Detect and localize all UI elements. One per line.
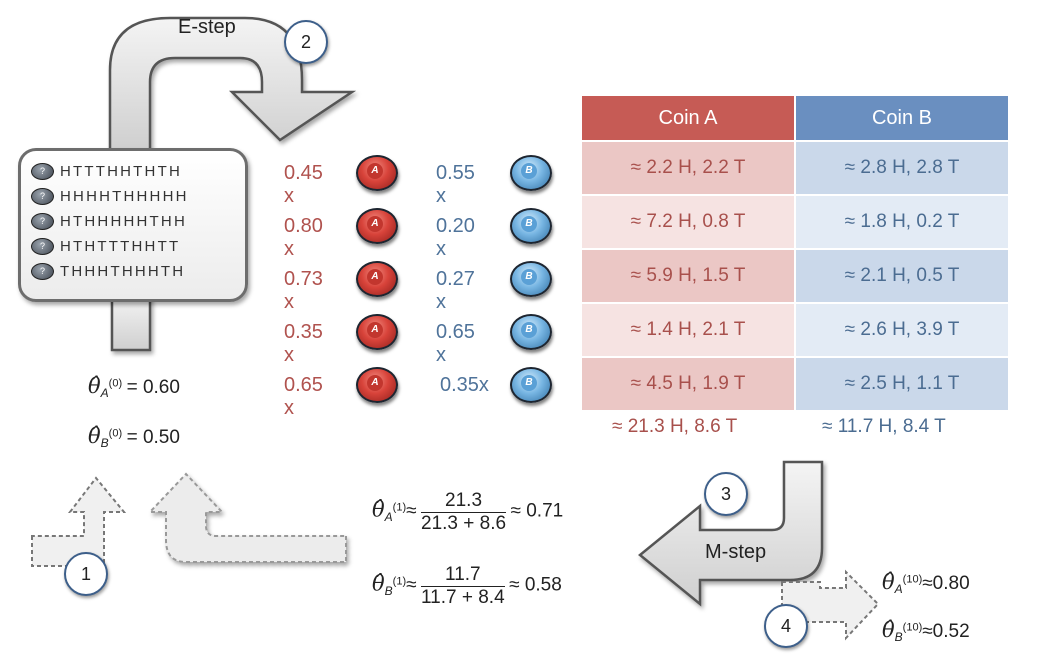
sequence-row: ? HHHHTHHHHH <box>31 186 189 206</box>
coin-a-cell: ≈ 4.5 H, 1.9 T <box>582 358 794 410</box>
step-3-badge: 3 <box>704 472 748 516</box>
coin-a-icon: A <box>356 314 398 350</box>
coin-b-cell: ≈ 2.8 H, 2.8 T <box>796 142 1008 194</box>
weight-a: 0.45 x <box>284 162 323 207</box>
final-theta-b: θ̂B(10)≈0.52 <box>882 618 970 645</box>
coin-b-icon: B <box>510 314 552 350</box>
sequence-text: HTHHHHHTHH <box>60 212 187 230</box>
initial-theta-b: θ̂B(0) = 0.50 <box>88 424 180 451</box>
sequence-row: ? HTHTTTHHTT <box>31 236 180 256</box>
updated-theta-a: θ̂A(1)≈ 21.3 21.3 + 8.6 ≈ 0.71 <box>372 490 564 534</box>
coin-a-icon: A <box>356 367 398 403</box>
sequence-row: ? HTHHHHHTHH <box>31 211 187 231</box>
coin-b-cell: ≈ 1.8 H, 0.2 T <box>796 196 1008 248</box>
weight-b: 0.35x <box>440 374 489 396</box>
sequence-text: HHHHTHHHHH <box>60 187 189 205</box>
coin-b-icon: B <box>510 367 552 403</box>
unknown-coin-icon: ? <box>31 237 54 255</box>
step-2-badge: 2 <box>284 20 328 64</box>
theta-b-fraction: 11.7 11.7 + 8.4 <box>421 564 505 608</box>
sequence-text: HTTTHHTHTH <box>60 162 182 180</box>
box-stem <box>110 294 152 352</box>
coin-a-cell: ≈ 2.2 H, 2.2 T <box>582 142 794 194</box>
weight-a: 0.65 x <box>284 374 323 419</box>
weight-a: 0.80 x <box>284 215 323 260</box>
coin-b-icon: B <box>510 261 552 297</box>
initial-theta-a: θ̂A(0) = 0.60 <box>88 374 180 401</box>
sequence-row: ? HTTTHHTHTH <box>31 161 182 181</box>
coin-b-icon: B <box>510 155 552 191</box>
sequence-row: ? THHHTHHHTH <box>31 261 185 281</box>
m-step-arrow <box>638 460 824 607</box>
coin-b-cell: ≈ 2.1 H, 0.5 T <box>796 250 1008 302</box>
weight-b: 0.55 x <box>436 162 475 207</box>
coin-a-cell: ≈ 5.9 H, 1.5 T <box>582 250 794 302</box>
weight-b: 0.65 x <box>436 321 475 366</box>
coin-a-icon: A <box>356 155 398 191</box>
step-4-badge: 4 <box>764 604 808 648</box>
final-theta-a: θ̂A(10)≈0.80 <box>882 570 970 597</box>
sequence-text: THHHTHHHTH <box>60 262 186 280</box>
weight-a: 0.73 x <box>284 268 323 313</box>
weight-b: 0.20 x <box>436 215 475 260</box>
step-1-badge: 1 <box>64 552 108 596</box>
coin-a-cell: ≈ 1.4 H, 2.1 T <box>582 304 794 356</box>
m-step-label: M-step <box>705 541 767 563</box>
unknown-coin-icon: ? <box>31 187 54 205</box>
unknown-coin-icon: ? <box>31 162 54 180</box>
weight-a: 0.35 x <box>284 321 323 366</box>
feedback-arrow <box>147 472 347 563</box>
unknown-coin-icon: ? <box>31 262 54 280</box>
coin-b-cell: ≈ 2.5 H, 1.1 T <box>796 358 1008 410</box>
updated-theta-b: θ̂B(1)≈ 11.7 11.7 + 8.4 ≈ 0.58 <box>372 564 562 608</box>
coin-b-total: ≈ 11.7 H, 8.4 T <box>822 416 946 437</box>
weight-b: 0.27 x <box>436 268 475 313</box>
coin-a-icon: A <box>356 208 398 244</box>
theta-a-fraction: 21.3 21.3 + 8.6 <box>421 490 507 534</box>
sequence-text: HTHTTTHHTT <box>60 237 181 255</box>
coin-a-header: Coin A <box>582 96 794 140</box>
unknown-coin-icon: ? <box>31 212 54 230</box>
coin-b-header: Coin B <box>796 96 1008 140</box>
coin-a-cell: ≈ 7.2 H, 0.8 T <box>582 196 794 248</box>
coin-b-cell: ≈ 2.6 H, 3.9 T <box>796 304 1008 356</box>
coin-a-icon: A <box>356 261 398 297</box>
coin-a-total: ≈ 21.3 H, 8.6 T <box>612 416 738 437</box>
e-step-label: E-step <box>178 16 236 38</box>
coin-b-icon: B <box>510 208 552 244</box>
coin-sequences-box: ? HTTTHHTHTH ? HHHHTHHHHH ? HTHHHHHTHH ?… <box>18 148 248 302</box>
